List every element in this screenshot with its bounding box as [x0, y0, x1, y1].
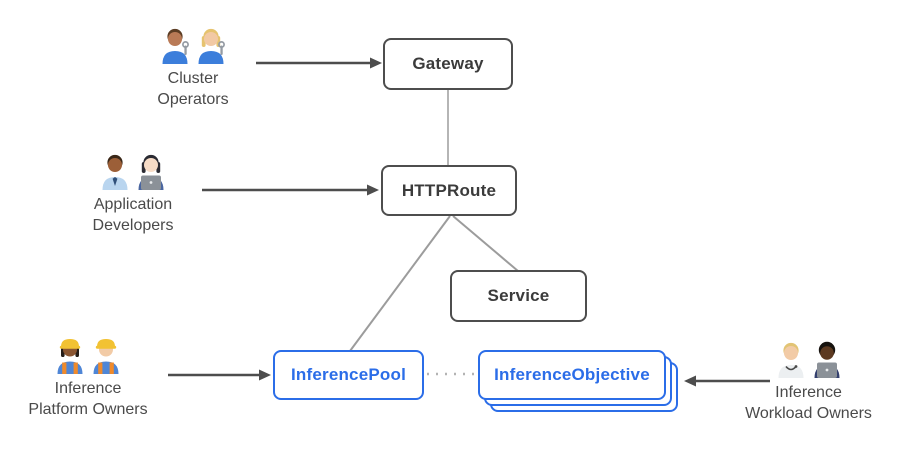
cluster-operators-icons	[128, 26, 258, 64]
node-gateway: Gateway	[383, 38, 513, 90]
node-httproute-label: HTTPRoute	[401, 180, 497, 200]
inference-platform-owners-icons	[13, 336, 163, 374]
application-developers-label: Application Developers	[92, 196, 174, 234]
woman-technologist-icon	[138, 154, 164, 190]
node-inference-objective-label: InferenceObjective	[494, 365, 650, 384]
node-inference-pool: InferencePool	[273, 350, 424, 400]
woman-mechanic-icon	[198, 28, 225, 64]
node-inference-objective: InferenceObjective	[478, 350, 666, 400]
inference-platform-owners-label: Inference Platform Owners	[28, 380, 148, 418]
node-service-label: Service	[487, 286, 550, 305]
man-office-worker-icon	[102, 154, 128, 190]
man-mechanic-icon	[162, 28, 189, 64]
node-inference-pool-label: InferencePool	[290, 365, 407, 384]
man-construction-worker-icon	[93, 339, 119, 374]
persona-inference-workload-owners: Inference Workload Owners	[731, 340, 886, 424]
inference-workload-owners-label: Inference Workload Owners	[745, 384, 872, 422]
inference-workload-owners-icons	[731, 340, 886, 378]
node-gateway-label: Gateway	[412, 54, 484, 73]
persona-inference-platform-owners: Inference Platform Owners	[13, 336, 163, 420]
application-developers-icons	[63, 152, 203, 190]
edge-httproute-service	[452, 215, 519, 272]
node-service: Service	[450, 270, 587, 322]
edge-httproute-inferencepool	[349, 215, 451, 352]
persona-application-developers: Application Developers	[63, 152, 203, 236]
health-worker-icon	[778, 342, 803, 378]
persona-cluster-operators: Cluster Operators	[128, 26, 258, 110]
woman-construction-worker-icon	[57, 339, 83, 374]
technologist-icon	[814, 341, 839, 378]
cluster-operators-label: Cluster Operators	[157, 70, 229, 108]
node-httproute: HTTPRoute	[381, 165, 517, 216]
